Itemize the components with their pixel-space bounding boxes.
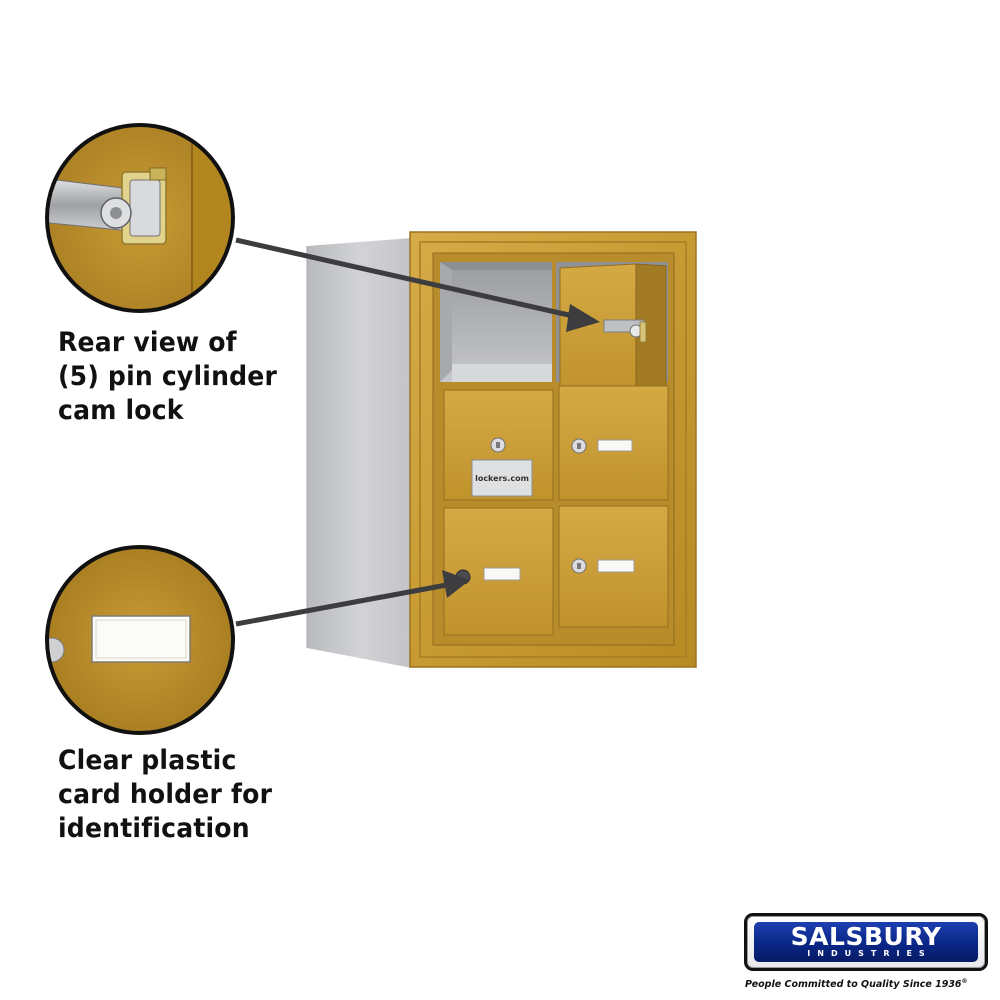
brand-logo: SALSBURY INDUSTRIES <box>744 913 988 971</box>
brand-subtitle: INDUSTRIES <box>807 949 932 958</box>
caption-card-holder: Clear plastic card holder for identifica… <box>58 744 272 846</box>
caption-line: Clear plastic <box>58 745 237 776</box>
pointer-arrow-lock <box>235 237 600 332</box>
caption-line: cam lock <box>58 395 184 426</box>
caption-line: Rear view of <box>58 327 237 358</box>
callout-circle-lock <box>45 123 235 313</box>
caption-line: identification <box>58 813 250 844</box>
caption-line: card holder for <box>58 779 273 810</box>
cabinet-side <box>306 238 412 668</box>
brand-logo-plate: SALSBURY INDUSTRIES <box>754 922 978 962</box>
door-middle-right <box>558 385 669 501</box>
brand-plate-text: lockers.com <box>475 474 529 483</box>
open-compartment <box>440 262 552 382</box>
door-bottom-left <box>443 507 554 636</box>
pointer-arrow-cardholder <box>235 570 470 627</box>
tagline-text: People Committed to Quality Since 1936 <box>745 979 962 991</box>
door-bottom-right <box>558 505 669 628</box>
caption-line: (5) pin cylinder <box>58 361 278 392</box>
open-door <box>559 263 667 393</box>
callout-circle-cardholder <box>45 545 235 735</box>
brand-name: SALSBURY <box>790 922 942 951</box>
brand-tagline: People Committed to Quality Since 1936® <box>745 978 989 990</box>
trademark-symbol: ® <box>961 978 968 985</box>
caption-cam-lock: Rear view of (5) pin cylinder cam lock <box>58 326 277 428</box>
door-middle-left: lockers.com <box>443 389 554 501</box>
